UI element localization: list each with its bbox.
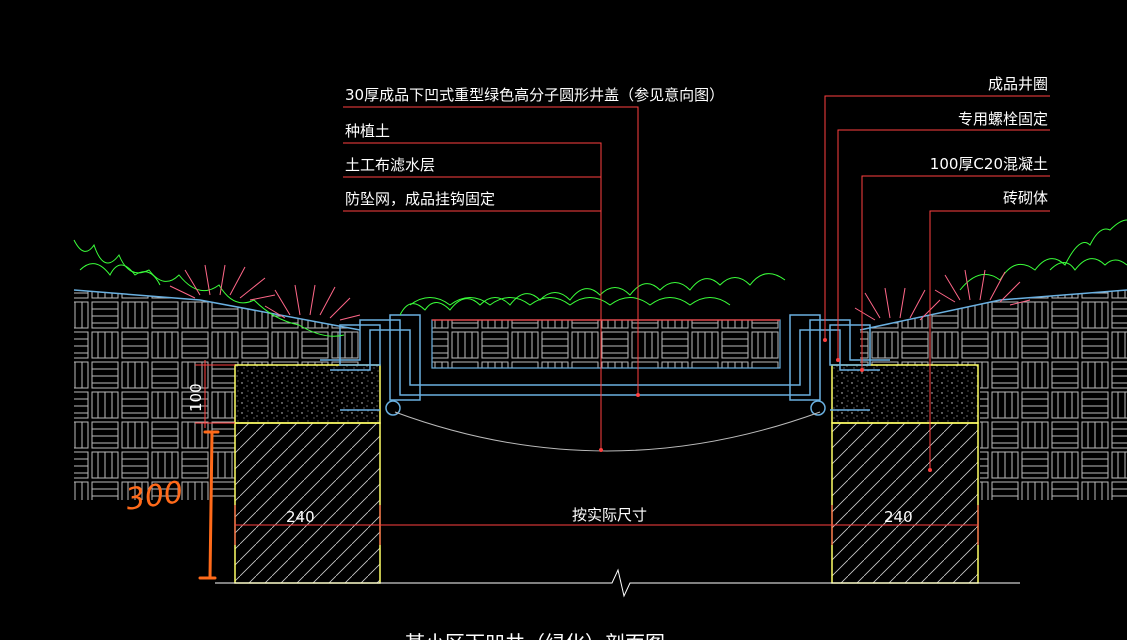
cover-tray xyxy=(431,319,781,369)
leader-dot xyxy=(636,393,640,397)
leader-dot xyxy=(928,468,932,472)
safety-net xyxy=(394,411,821,452)
label-bolt: 专用螺栓固定 xyxy=(958,110,1048,128)
soil-left xyxy=(74,290,360,500)
dim-opening: 按实际尺寸 xyxy=(572,506,647,524)
handwritten-300: 300 xyxy=(124,475,186,518)
label-concrete: 100厚C20混凝土 xyxy=(930,155,1048,173)
leader-dot xyxy=(823,338,827,342)
leaders-right xyxy=(824,95,1050,470)
label-cover: 30厚成品下凹式重型绿色高分子圆形井盖（参见意向图） xyxy=(345,86,724,104)
dim-right-wall: 240 xyxy=(884,508,913,526)
label-well-ring: 成品井圈 xyxy=(988,75,1048,93)
dim-slab: 100 xyxy=(187,383,205,412)
leader-dot xyxy=(860,368,864,372)
ground-line-right xyxy=(859,289,1127,331)
concrete-slab-right xyxy=(831,364,979,424)
leader-dot xyxy=(599,448,603,452)
brick-wall-left xyxy=(234,422,381,584)
dimension-lines xyxy=(195,360,979,545)
hand-bracket xyxy=(198,430,220,580)
manhole-frame xyxy=(320,314,890,416)
break-line xyxy=(215,568,1020,598)
label-planting-soil: 种植土 xyxy=(345,122,390,140)
leader-dot xyxy=(836,358,840,362)
drawing-title: 某小区下凹井（绿化）剖面图 xyxy=(405,631,665,640)
label-geotextile: 土工布滤水层 xyxy=(345,156,435,174)
leaders-left xyxy=(343,106,639,450)
brick-wall-right xyxy=(831,422,979,584)
label-safety-net: 防坠网，成品挂钩固定 xyxy=(345,190,495,208)
ground-line-left xyxy=(73,289,361,331)
soil-right xyxy=(860,290,1127,500)
plants-green xyxy=(73,219,1127,337)
dim-left-wall: 240 xyxy=(286,508,315,526)
concrete-slab-left xyxy=(234,364,381,424)
plants-red xyxy=(169,264,1031,321)
label-brick: 砖砌体 xyxy=(1003,189,1048,207)
